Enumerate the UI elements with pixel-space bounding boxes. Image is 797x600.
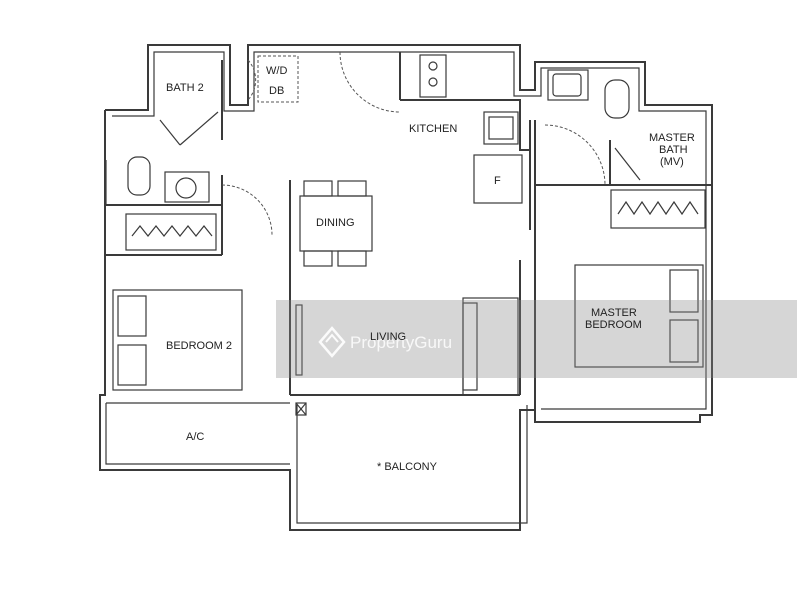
label-kitchen: KITCHEN (409, 123, 457, 135)
fixtures (112, 54, 706, 416)
stove (419, 54, 447, 98)
label-master-bedroom-2: BEDROOM (585, 319, 642, 331)
interior-walls (105, 52, 712, 410)
dining-table (299, 195, 373, 252)
label-ac: A/C (186, 431, 204, 443)
service-box (295, 402, 307, 416)
bath2-toilet (127, 156, 151, 196)
label-living: LIVING (370, 331, 406, 343)
fridge-box (473, 154, 523, 204)
kitchen-sink (483, 111, 519, 145)
tv-console (295, 304, 303, 376)
propertyguru-logo-icon (318, 326, 346, 358)
master-bath-basin (547, 69, 589, 101)
bath2-shower (164, 171, 210, 203)
wd-cabinet (257, 55, 299, 103)
label-wd: W/D (266, 65, 287, 77)
label-db: DB (269, 85, 284, 97)
wardrobe-master (610, 189, 706, 229)
door-swings (159, 51, 641, 236)
label-master-bath-3: (MV) (660, 156, 684, 168)
bed-master (574, 264, 704, 368)
label-master-bath-2: BATH (659, 144, 688, 156)
watermark: PropertyGuru (276, 300, 797, 378)
label-dining: DINING (316, 217, 355, 229)
master-bath-toilet (604, 79, 630, 119)
label-master-bedroom-1: MASTER (591, 307, 637, 319)
label-fridge: F (494, 175, 501, 187)
outer-walls (99, 44, 713, 531)
label-master-bath-1: MASTER (649, 132, 695, 144)
wardrobe-bedroom2 (125, 213, 217, 251)
room-labels: BATH 2 W/D DB KITCHEN F MASTER BATH (MV)… (166, 65, 695, 473)
label-bath2: BATH 2 (166, 82, 204, 94)
label-balcony: * BALCONY (377, 461, 438, 473)
watermark-brand: PropertyGuru (350, 333, 452, 352)
label-bedroom2: BEDROOM 2 (166, 340, 232, 352)
bed-bedroom2 (112, 289, 243, 391)
